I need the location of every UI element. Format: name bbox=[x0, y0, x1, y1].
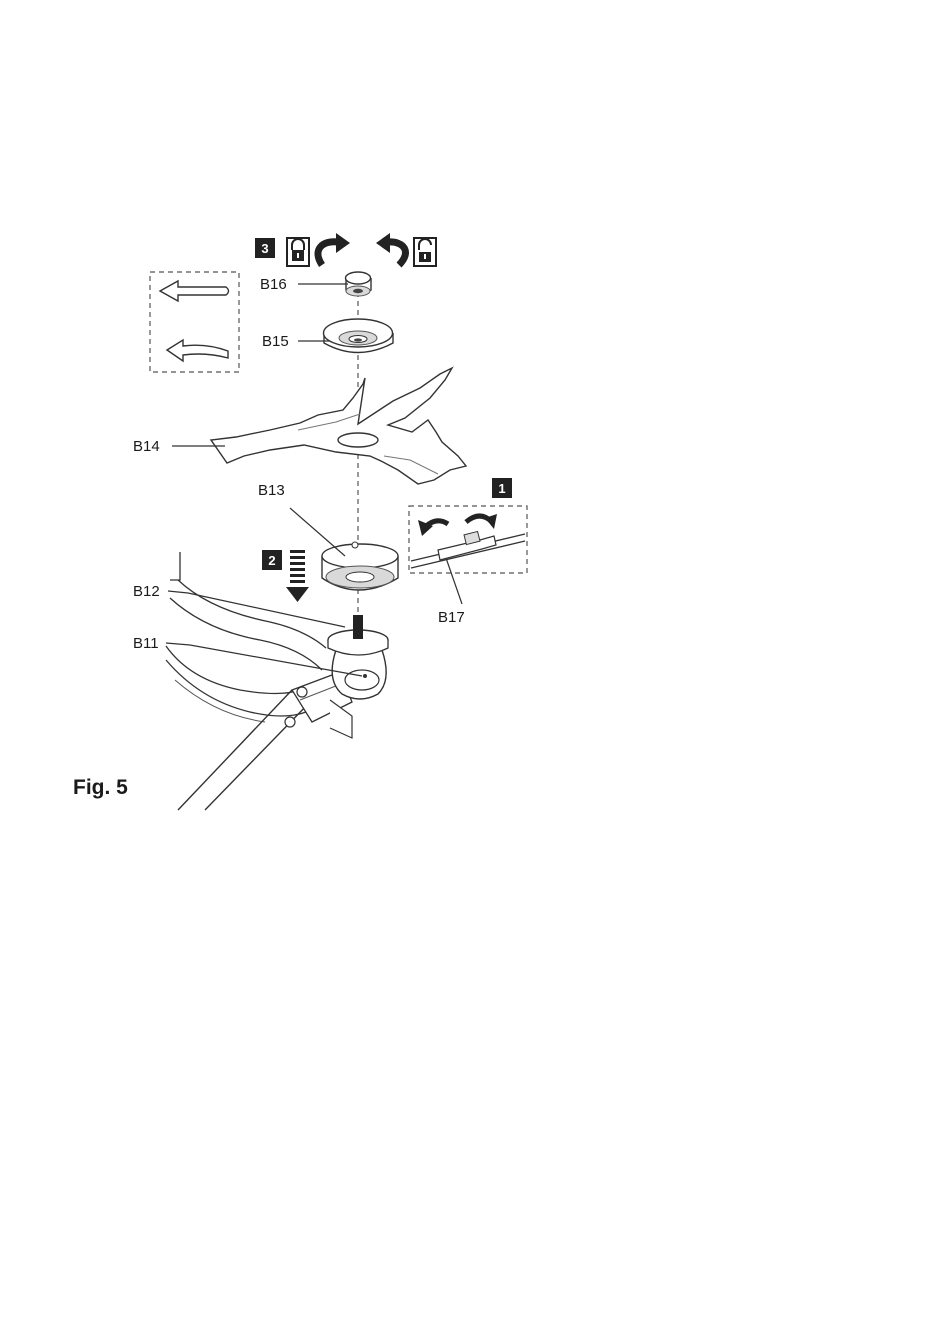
leader-b12-a bbox=[168, 591, 188, 593]
leader-b17 bbox=[446, 558, 462, 604]
rotate-clockwise-arrow-icon bbox=[466, 514, 497, 529]
part-b15-flange bbox=[324, 319, 394, 353]
lock-closed-icon bbox=[287, 238, 309, 266]
step-2-number: 2 bbox=[268, 553, 275, 568]
step-2-group: 2 bbox=[262, 550, 309, 602]
lock-open-icon bbox=[414, 238, 436, 266]
leader-b11-a bbox=[166, 643, 190, 645]
part-b14-blade bbox=[211, 368, 466, 484]
leader-b13 bbox=[290, 508, 345, 556]
label-b11: B11 bbox=[133, 635, 159, 652]
rotation-direction-box bbox=[150, 272, 239, 372]
label-b16: B16 bbox=[260, 276, 287, 293]
step-3-group: 3 bbox=[255, 233, 436, 266]
step-3-number: 3 bbox=[261, 241, 268, 256]
label-b15: B15 bbox=[262, 333, 289, 350]
guard-and-gearhead bbox=[166, 552, 388, 810]
label-b17: B17 bbox=[438, 609, 465, 626]
figure-caption: Fig. 5 bbox=[73, 776, 128, 799]
step-1-group: 1 bbox=[409, 478, 527, 573]
rotate-counterclockwise-arrow-icon bbox=[376, 233, 405, 265]
part-b13-flange bbox=[322, 542, 398, 590]
rotate-counterclockwise-arrow-icon bbox=[418, 520, 448, 536]
label-b13: B13 bbox=[258, 482, 285, 499]
rotation-direction-arrow-icon bbox=[167, 340, 228, 361]
rotation-direction-arrow-icon bbox=[160, 281, 229, 301]
step-1-number: 1 bbox=[498, 481, 505, 496]
push-down-arrow-icon bbox=[286, 550, 309, 602]
part-b16-nut bbox=[346, 272, 372, 296]
rotate-clockwise-arrow-icon bbox=[318, 233, 350, 265]
label-b12: B12 bbox=[133, 583, 160, 600]
label-b14: B14 bbox=[133, 438, 160, 455]
